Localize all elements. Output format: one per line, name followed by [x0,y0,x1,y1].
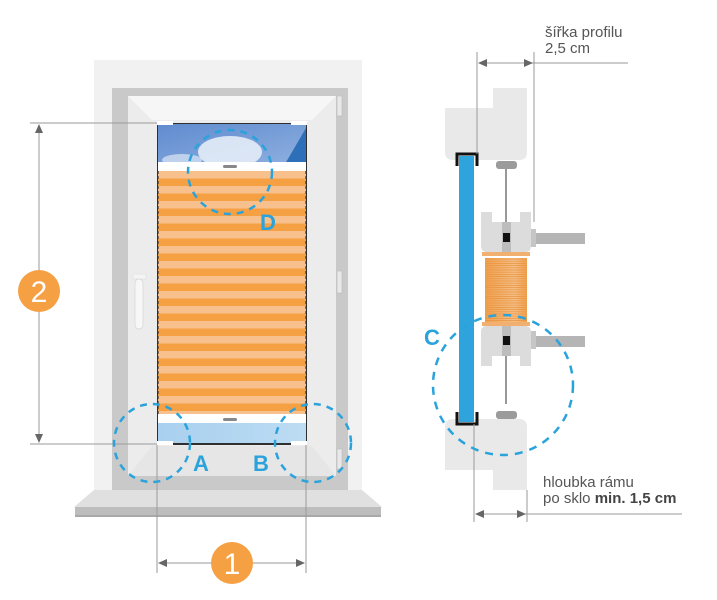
detail-label-a: A [193,451,209,476]
pleat [158,253,306,261]
sill-front [75,507,381,516]
pleat [158,238,306,246]
arrow-up-icon [35,124,43,133]
pack-end-plate [482,252,530,256]
hinge-top [336,95,343,117]
pleat [158,313,306,321]
bottom-glass [158,423,306,443]
detail-circle-b [273,402,353,484]
pleat [158,291,306,299]
window-handle-icon [132,273,147,330]
pleat [158,261,306,269]
detail-label-c: C [424,325,440,350]
frame-depth-min: min. 1,5 cm [594,490,677,507]
pleated-blind [157,171,307,414]
arrow-right-icon [524,59,533,67]
pleat [158,298,306,306]
pleat [158,336,306,344]
pleat [158,396,306,404]
frame-depth-prefix: po sklo [543,490,595,507]
detail-circle-a [112,402,192,484]
pleat [158,178,306,186]
top-rail-grip [223,165,237,168]
pleat-pack [482,252,530,326]
arrow-down-icon [35,434,43,443]
hinge-middle [336,270,343,294]
frame-depth-line2: po sklo min. 1,5 cm [543,491,676,507]
pleat [158,358,306,366]
sash-bevel-bottom [128,446,336,476]
arrow-left-icon [158,559,167,567]
pleat [158,351,306,359]
cord-guide-top [496,161,517,169]
arrow-right-icon [296,559,305,567]
side-dimension-lines [473,52,682,522]
front-window [74,60,382,517]
pleat [158,306,306,314]
bracket-top-right [291,121,307,125]
glass-seal-bottom [455,412,479,426]
pleat [158,388,306,396]
pleat [158,201,306,209]
profile-width-line1: šířka profilu [545,24,623,41]
pack-end-plate [482,322,530,326]
profile-width-note: šířka profilu 2,5 cm [545,25,623,57]
pleat [158,411,306,414]
top-rail-clip [481,212,585,252]
hinge-bottom [336,448,343,470]
arrow-right-icon [517,510,526,518]
arrow-left-icon [475,510,484,518]
width-number: 1 [224,548,241,581]
detail-label-d: D [260,210,276,235]
pleat [158,328,306,336]
height-number-badge: 2 [18,270,60,312]
arrow-left-icon [478,59,487,67]
pleat [158,208,306,216]
pleat [158,373,306,381]
pleat [158,343,306,351]
detail-circle-c [431,313,575,457]
frame-depth-note: hloubka rámu po sklo min. 1,5 cm [543,475,676,507]
detail-label-b: B [253,451,269,476]
frame-depth-line1: hloubka rámu [543,474,634,491]
bracket-bottom-right [291,441,307,445]
pleat [158,276,306,284]
pleat [158,171,306,179]
side-section [445,88,585,490]
bracket-bottom-left [157,441,173,445]
pleat [158,193,306,201]
sash-bevel-top [128,96,336,120]
glass-pane-section [459,156,474,422]
sky-corner [285,128,306,164]
bottom-rail-clip [481,326,585,366]
detail-circle-d [186,128,274,216]
sill-top [74,490,382,507]
height-number: 2 [31,276,48,309]
pleat [158,231,306,239]
pleat [158,246,306,254]
profile-width-line2: 2,5 cm [545,40,591,57]
pleat [158,223,306,231]
pleat [158,321,306,329]
cloud [198,136,262,168]
pleat [158,381,306,389]
bracket-top-left [157,121,173,125]
sill-edge [75,515,381,517]
bottom-rail-grip [223,418,237,421]
top-frame-profile [445,88,527,160]
pleat [158,366,306,374]
width-number-badge: 1 [211,542,253,584]
cord-guide-bottom [496,411,517,419]
bottom-frame-profile [445,419,527,490]
pleat [158,216,306,224]
pleat [158,268,306,276]
pleat [158,403,306,411]
pleat [158,186,306,194]
pleat [158,283,306,291]
glass-seal-top [455,152,479,166]
